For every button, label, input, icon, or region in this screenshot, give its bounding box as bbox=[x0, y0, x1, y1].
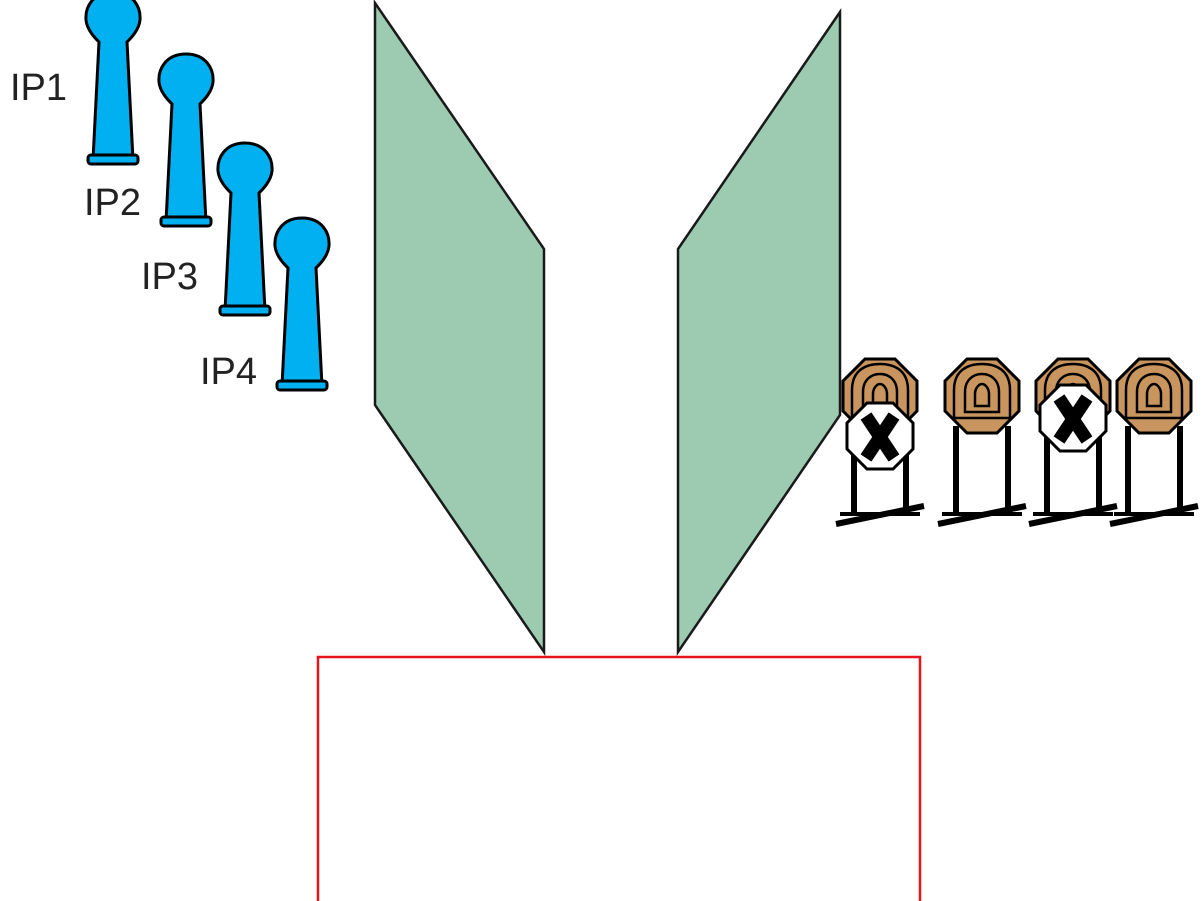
paper-target bbox=[1110, 357, 1198, 524]
popper-label-ip2: IP2 bbox=[84, 182, 141, 224]
target-with-noshoot bbox=[1029, 357, 1117, 524]
popper-icon bbox=[84, 0, 142, 166]
right-barricade bbox=[676, 7, 842, 657]
popper-label-ip3: IP3 bbox=[141, 256, 198, 298]
left-barricade bbox=[373, 0, 546, 657]
target-array bbox=[836, 357, 1198, 524]
popper-label-ip4: IP4 bbox=[200, 351, 257, 393]
popper-icon bbox=[273, 216, 331, 392]
popper-group: IP1 IP2 IP3 IP4 bbox=[10, 0, 331, 393]
shooting-box bbox=[316, 655, 922, 901]
popper-label-ip1: IP1 bbox=[10, 67, 67, 109]
target-with-noshoot bbox=[836, 357, 924, 524]
paper-target bbox=[938, 357, 1026, 524]
popper-icon bbox=[216, 141, 274, 317]
popper-icon bbox=[157, 52, 215, 228]
